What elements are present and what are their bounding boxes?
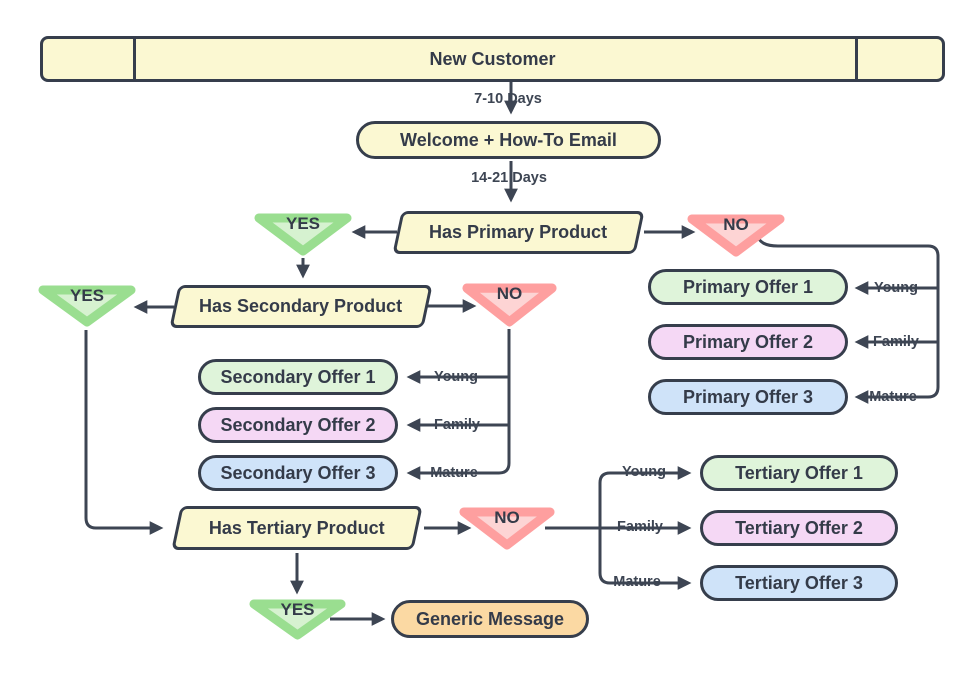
edge-label-mature-secondary: Mature	[430, 465, 478, 481]
edge-label-family-secondary: Family	[434, 417, 480, 433]
edge-label-delay-1: 7-10 Days	[474, 91, 542, 107]
edge-branch-tertiary-offer-1	[598, 466, 692, 528]
node-primary-offer-1: Primary Offer 1	[648, 269, 848, 305]
decision-label: NO	[723, 215, 749, 234]
node-welcome-email: Welcome + How-To Email	[356, 121, 661, 159]
edge-label-family-tertiary: Family	[617, 519, 663, 535]
decision-label: YES	[285, 214, 321, 233]
edge-label-mature-primary: Mature	[869, 389, 917, 405]
node-label: Has Primary Product	[429, 222, 608, 242]
node-primary-offer-3: Primary Offer 3	[648, 379, 848, 415]
node-secondary-offer-2: Secondary Offer 2	[198, 407, 398, 443]
decision-label: YES	[280, 600, 315, 619]
decision-label: NO	[496, 284, 523, 303]
node-label: Primary Offer 1	[682, 276, 814, 297]
node-secondary-offer-1: Secondary Offer 1	[198, 359, 398, 395]
banner-divider-left	[133, 39, 136, 79]
yes-triangle-icon	[254, 213, 352, 256]
node-label: Secondary Offer 2	[220, 414, 376, 435]
edge-no-to-primary-offer-3	[754, 232, 940, 404]
edge-label-young-primary: Young	[873, 280, 919, 296]
decision-label: NO	[494, 508, 520, 527]
node-label: Primary Offer 2	[682, 331, 814, 352]
node-label: Tertiary Offer 3	[735, 572, 863, 593]
node-label: Secondary Offer 1	[220, 366, 376, 387]
node-label: Tertiary Offer 1	[735, 462, 863, 483]
node-primary-offer-2: Primary Offer 2	[648, 324, 848, 360]
no-triangle-icon	[462, 283, 557, 327]
node-tertiary-offer-2: Tertiary Offer 2	[700, 510, 898, 546]
edge-label-young-secondary: Young	[433, 369, 479, 385]
edge-yes-to-tertiary	[84, 330, 164, 535]
node-tertiary-offer-1: Tertiary Offer 1	[700, 455, 898, 491]
decision-label: YES	[69, 286, 105, 305]
node-has-secondary-product: Has Secondary Product	[169, 285, 433, 328]
edge-label-family-primary: Family	[873, 334, 919, 350]
decision-no-primary: NO	[686, 212, 786, 258]
edge-label-young-tertiary: Young	[621, 464, 667, 480]
edge-label-mature-tertiary: Mature	[613, 574, 661, 590]
decision-yes-tertiary: YES	[248, 597, 347, 641]
node-label: Secondary Offer 3	[220, 462, 376, 483]
no-triangle-icon	[687, 214, 785, 257]
yes-triangle-icon	[38, 285, 136, 327]
decision-no-tertiary: NO	[458, 505, 556, 551]
decision-yes-primary: YES	[253, 211, 353, 257]
no-triangle-icon	[459, 507, 555, 550]
node-tertiary-offer-3: Tertiary Offer 3	[700, 565, 898, 601]
node-has-primary-product: Has Primary Product	[392, 211, 645, 254]
node-secondary-offer-3: Secondary Offer 3	[198, 455, 398, 491]
node-label: Primary Offer 3	[682, 386, 814, 407]
node-new-customer: New Customer	[40, 36, 945, 82]
node-has-tertiary-product: Has Tertiary Product	[171, 506, 423, 550]
node-label: Tertiary Offer 2	[735, 517, 863, 538]
decision-yes-secondary: YES	[37, 283, 137, 328]
node-label: Has Tertiary Product	[209, 517, 385, 538]
yes-triangle-icon	[249, 599, 346, 640]
banner-divider-right	[855, 39, 858, 79]
edge-label-delay-2: 14-21 Days	[471, 170, 547, 186]
decision-no-secondary: NO	[461, 281, 558, 328]
node-label: New Customer	[429, 48, 556, 69]
node-generic-message: Generic Message	[391, 600, 589, 638]
node-label: Has Secondary Product	[199, 296, 403, 316]
edge-branch-tertiary-offer-3	[598, 528, 692, 590]
node-label: Generic Message	[415, 608, 565, 629]
node-label: Welcome + How-To Email	[400, 129, 617, 150]
edge-no-to-secondary-offer-3	[406, 329, 511, 480]
